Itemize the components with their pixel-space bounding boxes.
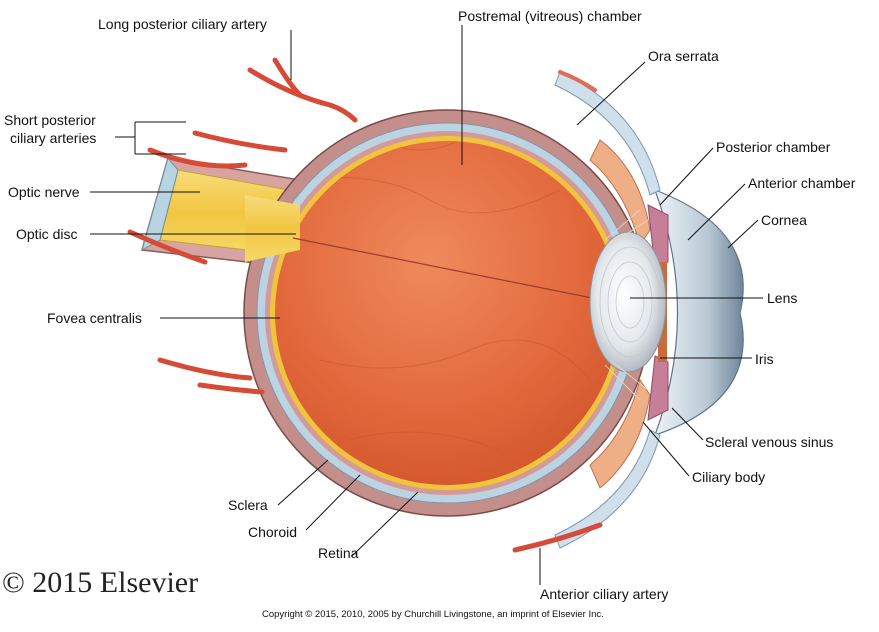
short-posterior-artery [147,147,248,169]
iris-upper [647,204,669,269]
label-retina: Retina [318,545,359,561]
iris-lower [647,355,669,421]
optic-nerve-entry [245,195,300,262]
label-short-posterior-line1: Short posterior [4,112,96,128]
label-posterior-chamber: Posterior chamber [716,139,831,155]
leader-cornea [727,219,759,249]
cornea-shape [653,188,744,436]
sclera-front [554,71,661,196]
label-iris: Iris [755,351,774,367]
short-posterior-artery [197,382,265,395]
label-anterior-ciliary-artery: Anterior ciliary artery [540,586,669,602]
label-choroid: Choroid [248,524,298,540]
vitreous-body [275,141,619,485]
leader-ora-serrata [576,61,646,126]
anterior-ciliary-artery [512,522,603,553]
leader-short-posterior [115,121,186,155]
label-anterior-chamber: Anterior chamber [748,175,856,191]
leader-sclera [277,459,329,506]
label-optic-disc: Optic disc [16,226,78,242]
lens-shape [589,231,667,373]
leader-posterior-chamber [659,147,714,206]
ciliary-region-lower [589,378,651,489]
label-short-posterior-line2: ciliary arteries [10,130,97,146]
long-posterior-artery-branch [272,57,303,98]
label-sclera: Sclera [228,497,268,513]
short-posterior-artery [192,130,288,153]
label-fovea-centralis: Fovea centralis [47,310,142,326]
label-long-posterior-ciliary-artery: Long posterior ciliary artery [98,16,267,32]
short-posterior-artery [157,357,253,381]
optic-nerve-end [141,156,179,252]
leader-choroid [305,474,361,531]
copyright-notice: Copyright © 2015, 2010, 2005 by Churchil… [262,609,604,620]
watermark: © 2015 Elsevier [2,566,199,599]
leader-ciliary-body [642,421,690,477]
vitreous-vein [319,339,591,381]
short-posterior-artery [127,229,208,265]
label-postremal-chamber: Postremal (vitreous) chamber [458,8,642,24]
vitreous-cut-line [292,237,613,303]
label-ora-serrata: Ora serrata [648,48,719,64]
leader-anterior-chamber [687,183,746,241]
long-posterior-artery [247,67,358,123]
label-scleral-venous-sinus: Scleral venous sinus [705,434,834,450]
label-lens: Lens [767,290,798,306]
vitreous-vein [299,177,561,214]
leader-retina [351,491,419,557]
label-optic-nerve: Optic nerve [8,184,80,200]
label-cornea: Cornea [761,212,807,228]
leader-scleral-sinus [671,407,704,441]
label-ciliary-body: Ciliary body [692,469,766,485]
vitreous-vein [349,431,501,451]
